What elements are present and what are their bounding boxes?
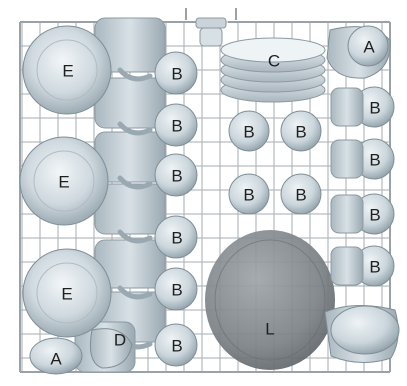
mugs-right-column <box>331 88 363 285</box>
large-bowl <box>205 230 335 370</box>
dinner-plates <box>20 26 111 337</box>
spray-arm-connector <box>196 18 226 46</box>
plate-stack <box>221 38 325 102</box>
cup-bottom-right <box>325 305 399 362</box>
